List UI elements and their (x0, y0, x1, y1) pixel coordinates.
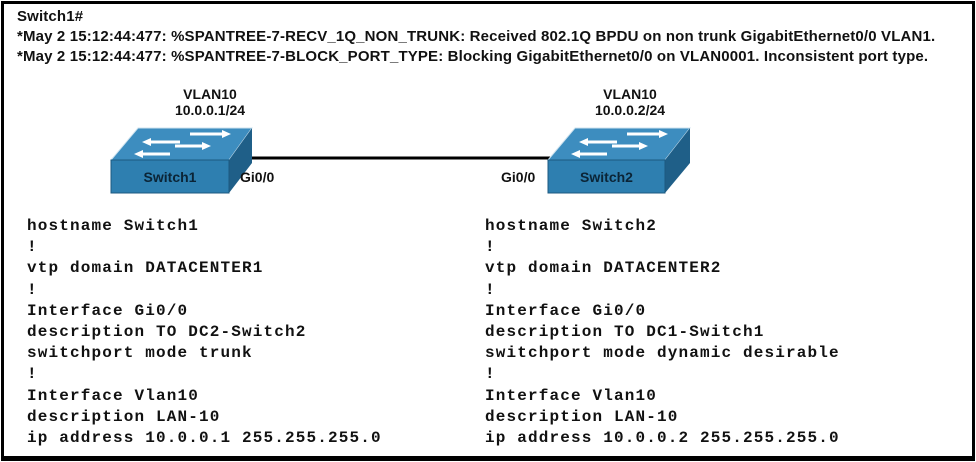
config-line: ip address 10.0.0.1 255.255.255.0 (27, 428, 382, 447)
config-line: ! (27, 365, 38, 384)
config-line: hostname Switch2 (485, 217, 658, 235)
switch2-config: hostname Switch2 ! vtp domain DATACENTER… (485, 216, 840, 449)
config-line: Interface Vlan10 (485, 386, 658, 405)
config-line: ! (485, 280, 496, 299)
config-line: Interface Vlan10 (27, 386, 200, 405)
config-line: ip address 10.0.0.2 255.255.255.0 (485, 428, 840, 447)
switch1-config: hostname Switch1 ! vtp domain DATACENTER… (27, 216, 382, 449)
switch2-ip-label: 10.0.0.2/24 (594, 102, 666, 118)
config-line: description TO DC2-Switch2 (27, 322, 307, 341)
config-line: ! (27, 238, 38, 257)
switch1-name: Switch1 (143, 169, 197, 185)
config-line: vtp domain DATACENTER1 (27, 259, 264, 278)
switch2-name: Switch2 (580, 169, 633, 185)
config-line: Interface Gi0/0 (485, 301, 647, 320)
config-line: description LAN-10 (27, 407, 221, 426)
switch2-vlan-label: VLAN10 (603, 86, 657, 102)
config-line: description LAN-10 (485, 407, 679, 426)
log-line-2: *May 2 15:12:44:477: %SPANTREE-7-BLOCK_P… (17, 48, 929, 65)
config-line: ! (485, 365, 496, 384)
config-line: description TO DC1-Switch1 (485, 322, 765, 341)
config-line: Interface Gi0/0 (27, 301, 189, 320)
switch1-icon (109, 127, 253, 194)
config-line: switchport mode dynamic desirable (485, 344, 840, 363)
switch1-port-label: Gi0/0 (240, 169, 275, 185)
log-line-1: *May 2 15:12:44:477: %SPANTREE-7-RECV_1Q… (17, 28, 936, 45)
config-line: switchport mode trunk (27, 344, 253, 363)
switch2-icon (546, 127, 692, 194)
config-line: ! (485, 238, 496, 257)
switch1-ip-label: 10.0.0.1/24 (174, 102, 246, 118)
config-line: vtp domain DATACENTER2 (485, 259, 722, 278)
switch2-port-label: Gi0/0 (501, 169, 536, 185)
config-line: ! (27, 280, 38, 299)
cli-prompt: Switch1# (17, 8, 84, 25)
switch1-vlan-label: VLAN10 (183, 86, 237, 102)
config-line: hostname Switch1 (27, 217, 200, 235)
